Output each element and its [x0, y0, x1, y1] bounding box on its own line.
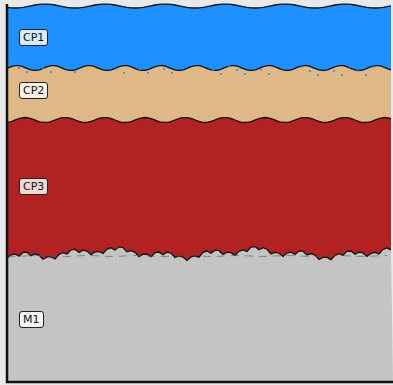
particle	[228, 65, 230, 67]
particle	[179, 64, 181, 66]
particle	[171, 72, 173, 74]
particle	[34, 63, 36, 65]
cp3-layer	[7, 118, 391, 261]
particle	[341, 74, 343, 76]
layer-boundary	[7, 66, 391, 71]
layer-band: CP3	[7, 124, 393, 248]
frame	[7, 4, 393, 382]
layer-boundary	[7, 118, 391, 123]
layer-boundary	[7, 4, 391, 8]
particle	[204, 65, 206, 67]
particle	[349, 66, 351, 68]
particle	[333, 70, 335, 72]
layer-band: CP2	[7, 70, 393, 110]
particle	[309, 70, 311, 72]
particle	[163, 68, 165, 70]
particle	[260, 69, 262, 71]
particle	[58, 63, 60, 65]
particle	[212, 69, 214, 71]
layer-band: M1	[7, 258, 393, 380]
particle	[220, 73, 222, 75]
particle	[115, 68, 117, 70]
particle	[252, 65, 254, 67]
particle	[268, 73, 270, 75]
layer-band: CP1	[7, 8, 393, 66]
particle	[42, 67, 44, 69]
particle	[18, 67, 20, 69]
cp1-layer	[7, 4, 391, 70]
particle	[131, 64, 133, 66]
particle	[301, 66, 303, 68]
layer-label: CP2	[19, 82, 48, 99]
particle	[325, 66, 327, 68]
interface-particles	[10, 63, 375, 76]
particle	[155, 64, 157, 66]
particle	[357, 70, 359, 72]
particle	[147, 72, 149, 74]
layer-label: CP1	[19, 29, 48, 46]
particle	[74, 71, 76, 73]
particle	[139, 68, 141, 70]
interface-line	[7, 255, 387, 257]
particle	[244, 73, 246, 75]
particle	[82, 63, 84, 65]
particle	[50, 71, 52, 73]
particle	[317, 74, 319, 76]
particle	[26, 71, 28, 73]
cp2-layer	[7, 66, 391, 123]
particle	[276, 65, 278, 67]
particle	[236, 69, 238, 71]
layer-label: CP3	[19, 178, 48, 195]
particle	[123, 72, 125, 74]
layer-boundary	[7, 247, 391, 261]
m1-layer	[7, 247, 393, 382]
particle	[107, 64, 109, 66]
layer-label: M1	[19, 311, 44, 328]
particle	[365, 74, 367, 76]
particle	[10, 63, 12, 65]
particle	[66, 67, 68, 69]
particle	[373, 66, 375, 68]
